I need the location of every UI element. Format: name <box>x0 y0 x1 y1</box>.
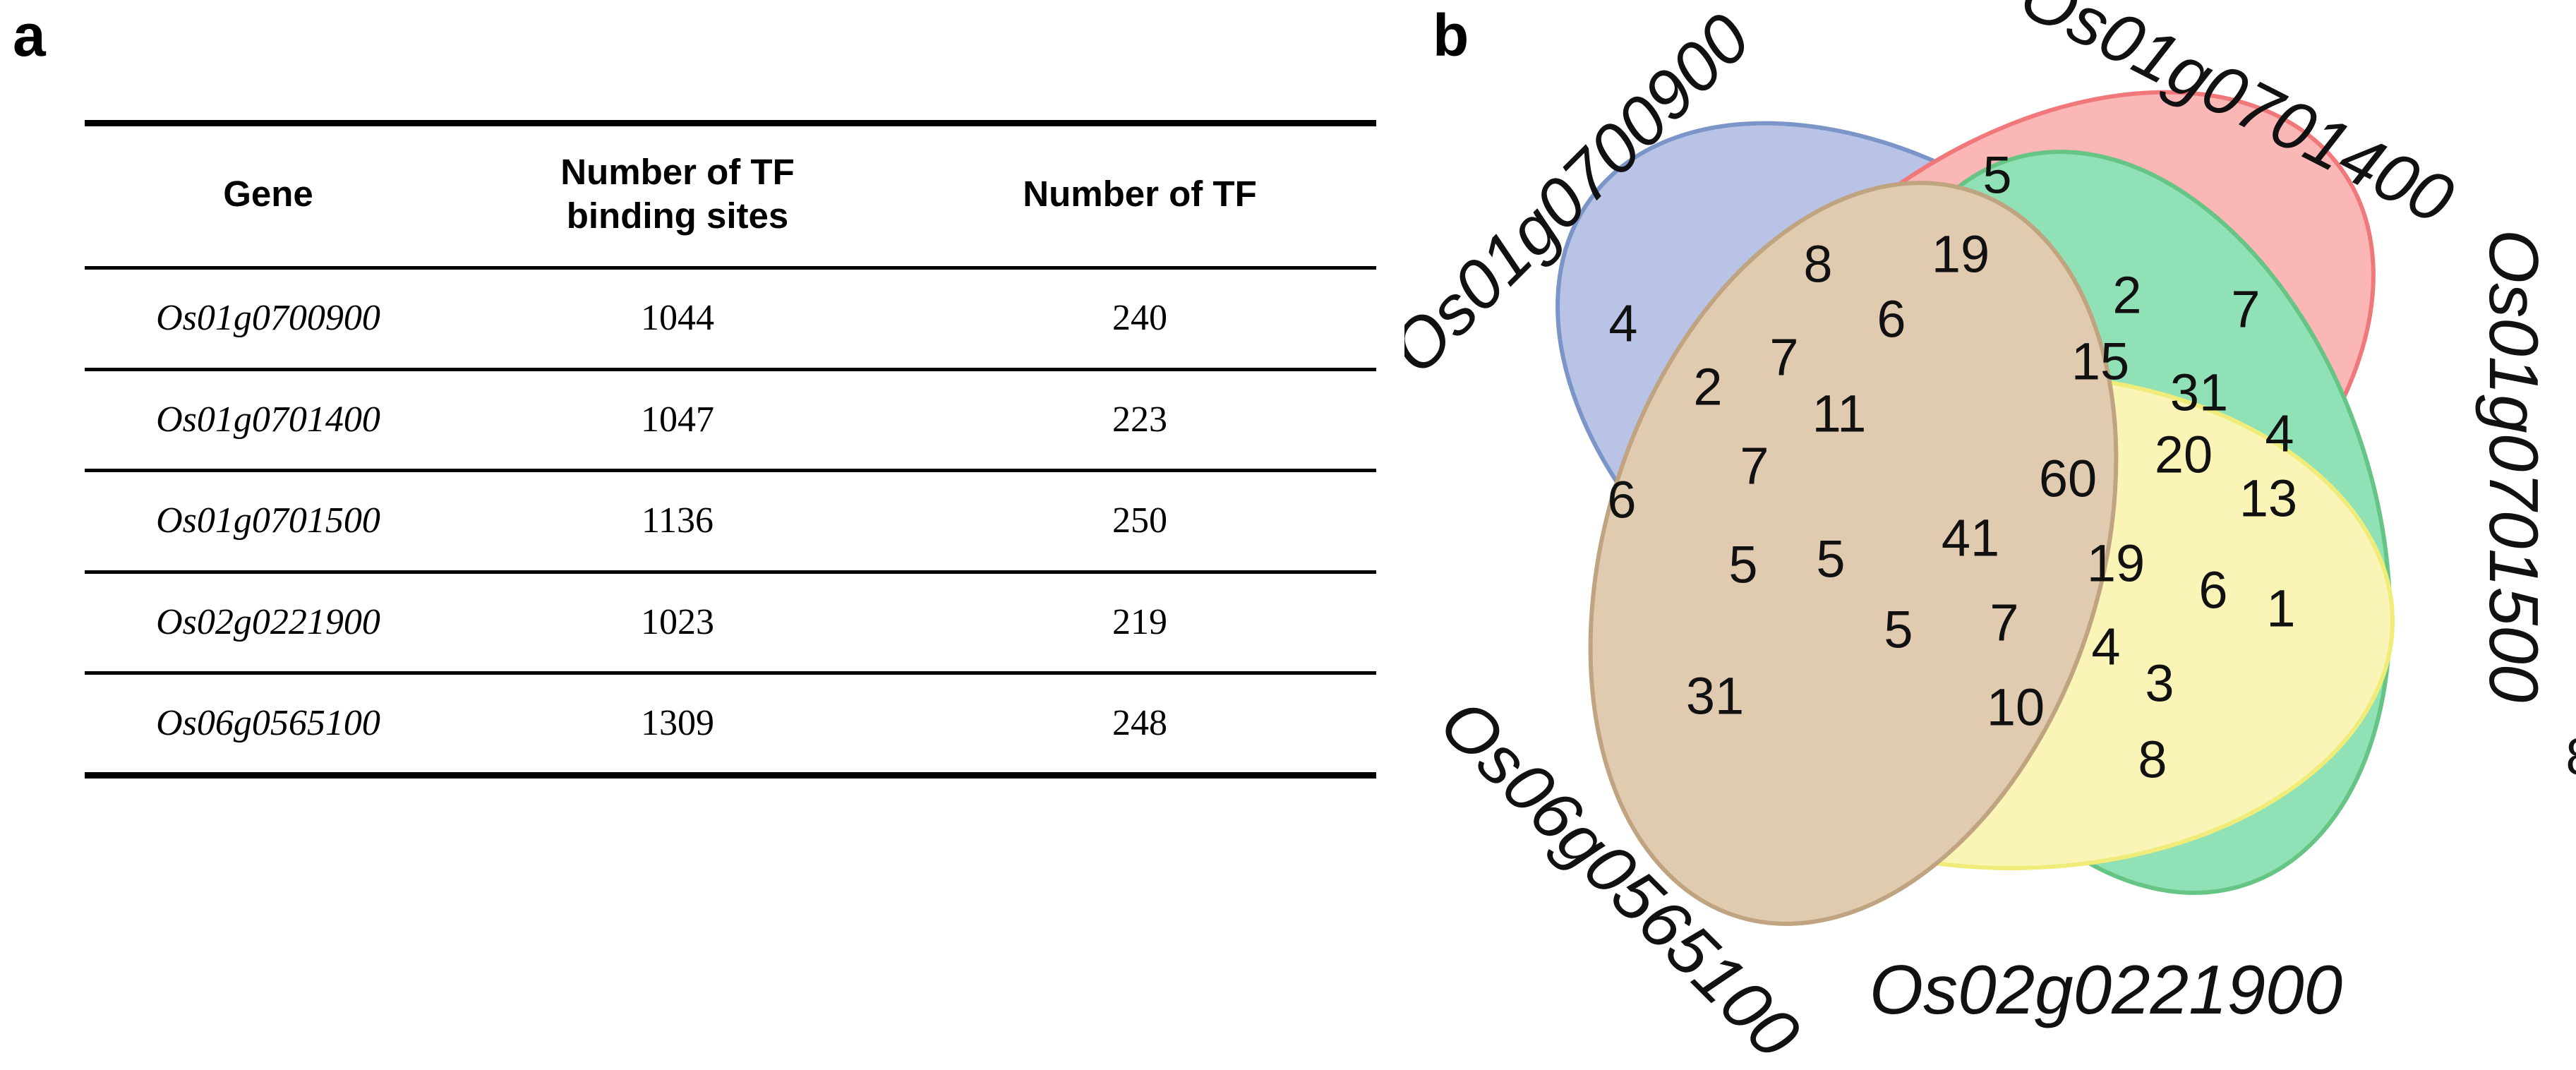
cell-gene: Os06g0565100 <box>85 673 452 779</box>
venn-label-Os02g0221900: Os02g0221900 <box>1870 951 2342 1028</box>
venn-count-E: 31 <box>1686 667 1744 726</box>
venn-count-core2: 7 <box>1990 594 2018 652</box>
cell-binding-sites: 1023 <box>452 572 903 675</box>
venn-count-AE: 6 <box>1607 471 1636 529</box>
venn-count-AD: 2 <box>1693 358 1722 416</box>
venn-count-ABE: 6 <box>1877 290 1906 349</box>
venn-count-AB: 8 <box>1803 235 1832 294</box>
venn-count-core1: 5 <box>1884 601 1913 659</box>
venn-count-DE: 5 <box>1728 536 1757 594</box>
cell-binding-sites: 1044 <box>452 268 903 371</box>
venn-count-BCD: 31 <box>2170 363 2228 422</box>
venn-count-BCDE: 19 <box>2087 534 2145 593</box>
table-row: Os01g0701400 1047 223 <box>85 369 1376 473</box>
column-header-gene: Gene <box>85 119 452 270</box>
table-row: Os01g0700900 1044 240 <box>85 268 1376 371</box>
panel-b-letter: b <box>1433 2 1469 68</box>
column-header-binding-sites: Number of TF binding sites <box>452 119 903 270</box>
tf-binding-table: Gene Number of TF binding sites Number o… <box>85 119 1376 779</box>
table-header: Gene Number of TF binding sites Number o… <box>85 119 1376 270</box>
venn-count-ADE: 7 <box>1740 437 1769 495</box>
cell-gene: Os01g0701500 <box>85 470 452 574</box>
venn-count-ABCDE: 60 <box>2039 450 2097 508</box>
cell-gene: Os01g0700900 <box>85 268 452 371</box>
venn-ellipse-Os06g0565100 <box>1588 181 2119 926</box>
cell-number-of-tf: 219 <box>903 572 1376 675</box>
table-row: Os02g0221900 1023 219 <box>85 572 1376 675</box>
cell-binding-sites: 1047 <box>452 369 903 473</box>
panel-b-venn-container: Os01g0700900 Os01g0701400 Os01g0701500 O… <box>1404 0 2576 1070</box>
column-header-number-of-tf: Number of TF <box>903 119 1376 270</box>
venn-count-BE: 19 <box>1932 225 1990 284</box>
venn-count-BC: 2 <box>2112 266 2141 325</box>
table-header-row: Gene Number of TF binding sites Number o… <box>85 119 1376 270</box>
cell-number-of-tf: 240 <box>903 268 1376 371</box>
table-row: Os06g0565100 1309 248 <box>85 673 1376 779</box>
cell-gene: Os02g0221900 <box>85 572 452 675</box>
venn-count-core6: 8 <box>2138 731 2167 789</box>
venn-count-BDE: 41 <box>1942 509 1999 567</box>
venn-count-BD: 7 <box>1769 328 1798 387</box>
venn-count-ABD: 11 <box>1812 385 1867 443</box>
cell-number-of-tf: 248 <box>903 673 1376 779</box>
venn-count-BCE: 15 <box>2071 332 2129 391</box>
venn-count-ABDE: 5 <box>1816 530 1845 589</box>
venn-count-CE: 7 <box>2231 280 2260 339</box>
venn-label-Os01g0701500: Os01g0701500 <box>2475 229 2553 702</box>
venn-count-core3: 4 <box>2091 618 2120 676</box>
table-body: Os01g0700900 1044 240 Os01g0701400 1047 … <box>85 268 1376 779</box>
venn-count-B: 5 <box>1982 146 2011 205</box>
venn-count-A: 4 <box>1608 294 1637 353</box>
cell-number-of-tf: 223 <box>903 369 1376 473</box>
venn-count-ABCD: 4 <box>2265 404 2294 463</box>
cell-gene: Os01g0701400 <box>85 369 452 473</box>
cell-number-of-tf: 250 <box>903 470 1376 574</box>
column-header-binding-sites-line1: Number of TF <box>560 152 795 192</box>
venn-count-core4: 3 <box>2145 654 2174 713</box>
table-row: Os01g0701500 1136 250 <box>85 470 1376 574</box>
cell-binding-sites: 1309 <box>452 673 903 779</box>
cell-binding-sites: 1136 <box>452 470 903 574</box>
venn-count-ABCE: 6 <box>2198 561 2227 620</box>
panel-a-table-container: Gene Number of TF binding sites Number o… <box>85 119 1376 779</box>
venn-count-CD: 13 <box>2239 469 2297 528</box>
venn-count-ACDE: 1 <box>2266 579 2295 638</box>
panel-a-letter: a <box>13 2 46 68</box>
venn-count-core5: 10 <box>1987 678 2045 737</box>
venn-diagram: Os01g0700900 Os01g0701400 Os01g0701500 O… <box>1404 0 2576 1070</box>
column-header-binding-sites-line2: binding sites <box>566 196 789 236</box>
venn-count-D: 8 <box>2565 728 2576 786</box>
venn-count-CDE: 20 <box>2155 426 2213 484</box>
